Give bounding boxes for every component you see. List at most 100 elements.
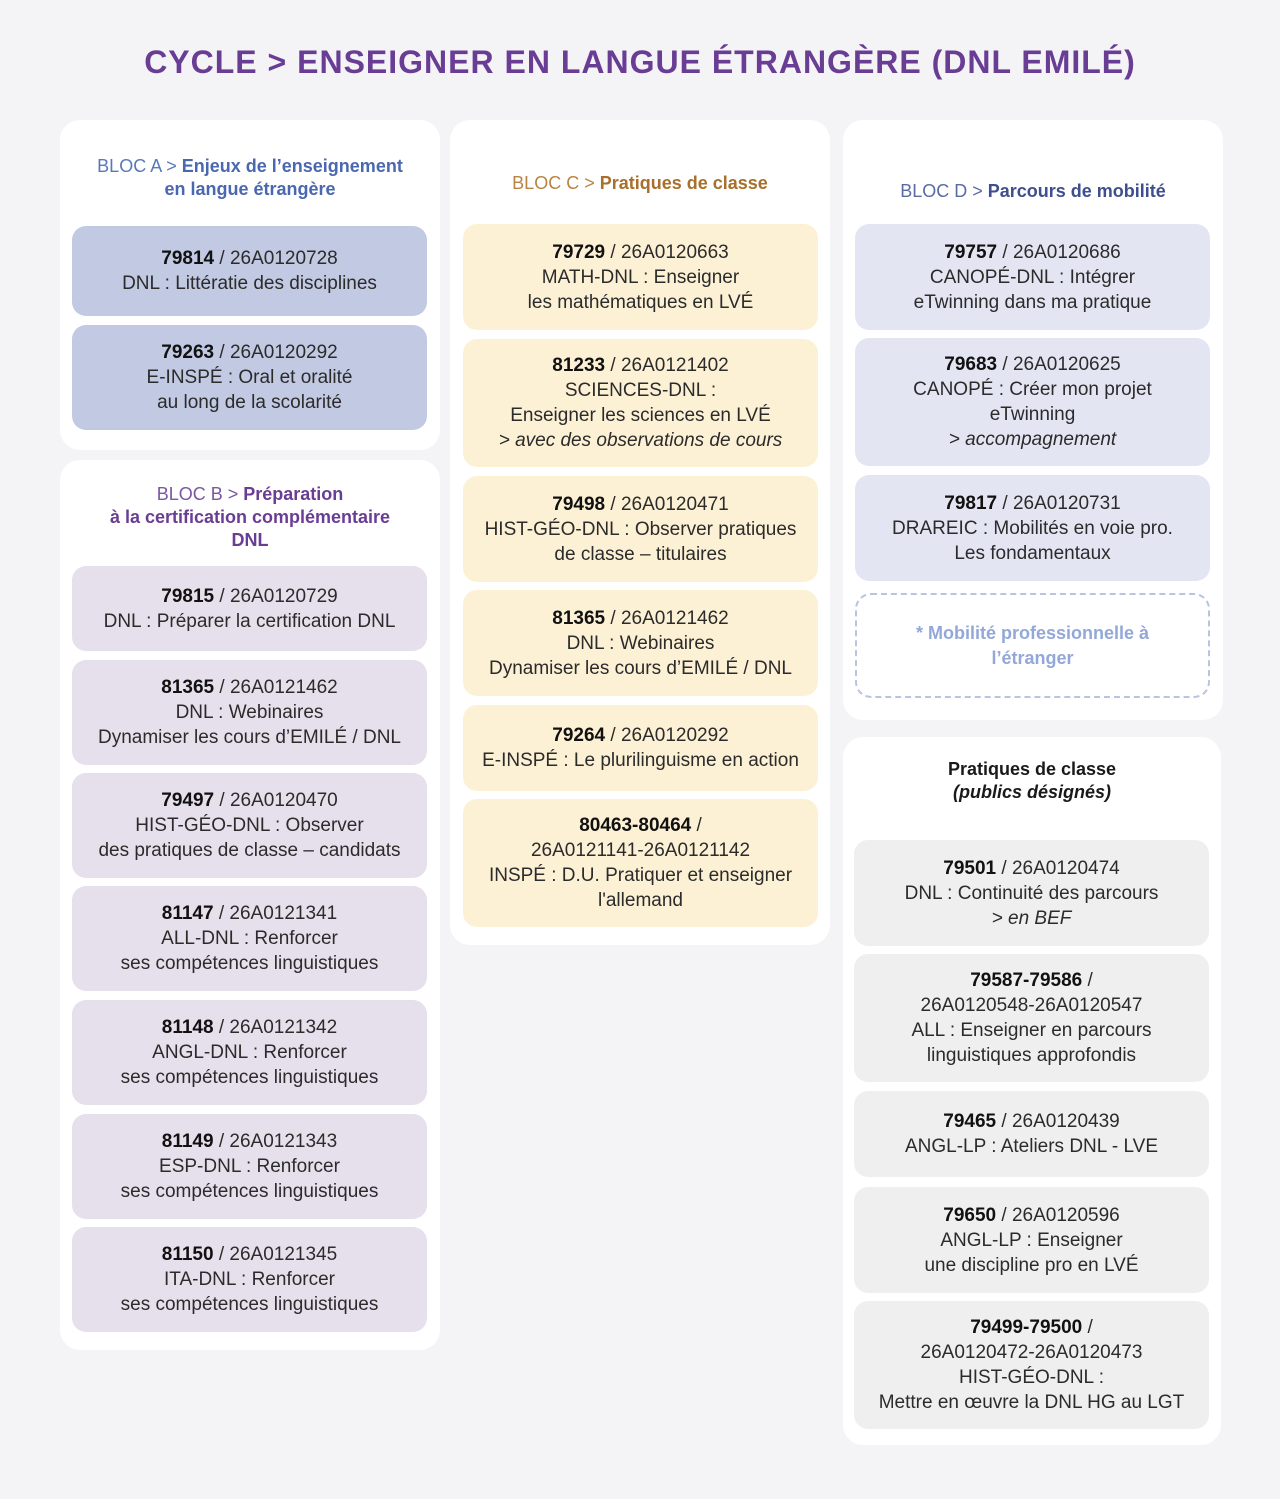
card-line: INSPÉ : D.U. Pratiquer et enseigner [488,865,793,886]
bloc-a-panel: BLOC A > Enjeux de l’enseignement en lan… [60,120,440,450]
card-ref: / 26A0121343 [213,1131,338,1152]
card[interactable]: 81147 / 26A0121341 ALL-DNL : Renforcer s… [72,886,427,991]
card[interactable]: 81233 / 26A0121402 SCIENCES-DNL : Enseig… [463,339,818,467]
card-line: Les fondamentaux [954,542,1111,564]
bloc-a-prefix: BLOC A > [97,156,177,176]
card-line: ESP-DNL : Renforcer [159,1156,340,1177]
card-line: DNL : Webinaires [566,632,715,654]
card-ref: / [1082,1317,1093,1338]
card-line: MATH-DNL : Enseigner [541,266,740,288]
card-code: 79498 [552,493,606,515]
card[interactable]: 79499-79500 / 26A0120472-26A0120473 HIST… [854,1301,1209,1429]
card-line: ALL : Enseigner en parcours [911,1020,1152,1041]
card-line: au long de la scolarité [157,392,342,413]
card-line: des pratiques de classe – candidats [98,840,401,861]
card[interactable]: 79650 / 26A0120596 ANGL-LP : Enseigner u… [854,1187,1209,1293]
card[interactable]: 79757 / 26A0120686 CANOPÉ-DNL : Intégrer… [855,224,1210,330]
card[interactable]: 81150 / 26A0121345 ITA-DNL : Renforcer s… [72,1227,427,1332]
card[interactable]: 81365 / 26A0121462 DNL : Webinaires Dyna… [72,660,427,765]
card-line: E-INSPÉ : Oral et oralité [146,367,353,388]
card[interactable]: 80463-80464 / 26A0121141-26A0121142 INSP… [463,799,818,927]
card-line: eTwinning dans ma pratique [913,291,1152,313]
card-line: DNL : Préparer la certification DNL [103,610,396,632]
card-line: Dynamiser les cours d’EMILÉ / DNL [97,727,402,748]
bloc-publics-title: Pratiques de classe [947,759,1117,779]
card-ref: / 26A0120474 [996,857,1120,879]
bloc-d-prefix: BLOC D > [900,181,983,201]
card-code: 79817 [944,492,998,514]
card-code: 81148 [161,1017,214,1038]
card-code: 81365 [552,607,606,629]
card[interactable]: 79729 / 26A0120663 MATH-DNL : Enseigner … [463,224,818,330]
bloc-a-title-line2: en langue étrangère [164,179,336,199]
card[interactable]: 81148 / 26A0121342 ANGL-DNL : Renforcer … [72,1000,427,1105]
card-line: CANOPÉ : Créer mon projet [913,379,1152,400]
card-line: ANGL-LP : Ateliers DNL - LVE [904,1136,1159,1157]
card-code: 80463-80464 [579,815,692,836]
card-line: les mathématiques en LVÉ [527,291,754,313]
card-line: HIST-GÉO-DNL : [959,1367,1104,1388]
card-ref: / 26A0120292 [214,342,338,363]
card[interactable]: 79683 / 26A0120625 CANOPÉ : Créer mon pr… [855,338,1210,466]
card-line: une discipline pro en LVÉ [924,1254,1139,1276]
card-line: linguistiques approfondis [926,1045,1137,1066]
card[interactable]: 79587-79586 / 26A0120548-26A0120547 ALL … [854,954,1209,1082]
card-line: HIST-GÉO-DNL : Observer pratiques [484,518,797,540]
card-ref: / 26A0120470 [214,790,338,811]
bloc-d-panel: BLOC D > Parcours de mobilité 79757 / 26… [843,120,1223,720]
card-code: 79814 [161,248,215,269]
card[interactable]: 79814 / 26A0120728 DNL : Littératie des … [72,226,427,316]
card-line: ses compétences linguistiques [120,953,379,974]
bloc-publics-heading: Pratiques de classe (publics désignés) [843,758,1221,804]
card-line: SCIENCES-DNL : [564,380,717,401]
card[interactable]: 79501 / 26A0120474 DNL : Continuité des … [854,840,1209,946]
card-line: ITA-DNL : Renforcer [163,1269,336,1290]
card[interactable]: 79264 / 26A0120292 E-INSPÉ : Le plurilin… [463,705,818,791]
card-ref: / 26A0120471 [605,493,729,515]
card-ref: / 26A0120292 [605,725,729,746]
card-ref: / 26A0121341 [213,903,338,924]
card-line: l'allemand [598,890,683,911]
card[interactable]: 81149 / 26A0121343 ESP-DNL : Renforcer s… [72,1114,427,1219]
card-ref: / 26A0120625 [997,354,1121,375]
card-ref: / 26A0121462 [214,677,338,698]
card-line: 26A0120472-26A0120473 [920,1342,1143,1363]
card[interactable]: 79465 / 26A0120439 ANGL-LP : Ateliers DN… [854,1091,1209,1177]
card-line: CANOPÉ-DNL : Intégrer [929,266,1136,288]
mobility-note-line: l’étranger [991,647,1074,668]
bloc-a-heading: BLOC A > Enjeux de l’enseignement en lan… [60,155,440,201]
card-ref: / [1082,970,1093,991]
card-code: 79683 [944,354,998,375]
bloc-c-heading: BLOC C > Pratiques de classe [450,172,830,195]
card[interactable]: 79263 / 26A0120292 E-INSPÉ : Oral et ora… [72,325,427,430]
card-code: 81147 [161,903,214,924]
card-ref: / 26A0120686 [997,241,1121,263]
card-ref: / 26A0120729 [214,585,338,607]
card-ref: / 26A0120663 [605,241,729,263]
card-line: DRAREIC : Mobilités en voie pro. [892,517,1173,539]
card-line: DNL : Webinaires [175,702,324,723]
card-line: DNL : Littératie des disciplines [122,273,377,294]
bloc-b-title-line3: DNL [231,530,269,550]
card-code: 79501 [943,857,997,879]
card[interactable]: 79497 / 26A0120470 HIST-GÉO-DNL : Observ… [72,773,427,878]
bloc-c-panel: BLOC C > Pratiques de classe 79729 / 26A… [450,120,830,945]
card-line: DNL : Continuité des parcours [904,882,1159,904]
card-ref: / 26A0121462 [605,607,729,629]
card[interactable]: 79815 / 26A0120729 DNL : Préparer la cer… [72,566,427,651]
card-line: Mettre en œuvre la DNL HG au LGT [878,1392,1185,1413]
card[interactable]: 79498 / 26A0120471 HIST-GÉO-DNL : Observ… [463,476,818,582]
card-code: 79729 [552,241,606,263]
bloc-d-title: Parcours de mobilité [987,181,1166,201]
card-ref: / 26A0121345 [213,1244,338,1265]
card-code: 79815 [161,585,215,607]
card[interactable]: 79817 / 26A0120731 DRAREIC : Mobilités e… [855,475,1210,581]
card-code: 81150 [161,1244,214,1265]
card[interactable]: 81365 / 26A0121462 DNL : Webinaires Dyna… [463,590,818,696]
mobility-note-box: * Mobilité professionnelle à l’étranger [855,593,1210,698]
bloc-b-panel: BLOC B > Préparation à la certification … [60,460,440,1350]
card-code: 81233 [552,355,606,376]
bloc-d-heading: BLOC D > Parcours de mobilité [843,180,1223,203]
card-line: Dynamiser les cours d’EMILÉ / DNL [488,657,793,679]
bloc-b-title: Préparation [243,484,344,504]
